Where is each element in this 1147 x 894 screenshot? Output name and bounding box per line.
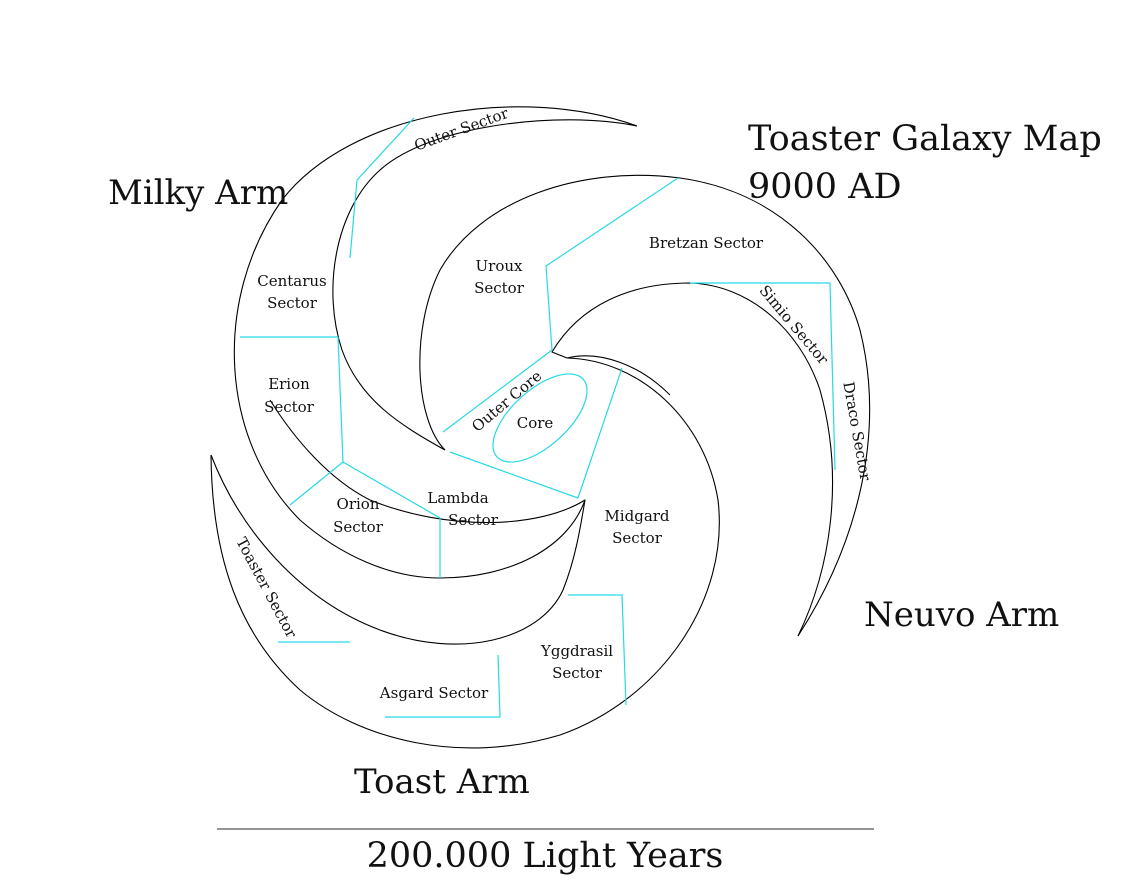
midgard-label-line1: Midgard	[604, 507, 669, 525]
yggdrasil-border	[568, 594, 627, 706]
neuvo-arm-inner-outline	[551, 282, 834, 637]
toast-arm-label: Toast Arm	[354, 762, 530, 802]
milky-arm-outline	[233, 106, 638, 579]
uroux-label-line1: Uroux	[476, 257, 524, 275]
uroux-label-line2: Sector	[474, 279, 525, 297]
outer-core-border	[442, 349, 553, 433]
centarus-label-line2: Sector	[267, 294, 318, 312]
orion-label-line1: Orion	[337, 495, 380, 513]
toast-arm-inner-outline	[210, 454, 586, 645]
asgard-yggdrasil-border	[385, 654, 501, 718]
map-title-line2: 9000 AD	[748, 167, 902, 207]
core-border	[492, 373, 588, 463]
scale-label: 200.000 Light Years	[367, 836, 724, 876]
milky-arm-inner-outline	[332, 119, 638, 451]
simio-label: Simio Sector	[756, 282, 833, 369]
lambda-label-line1: Lambda	[427, 489, 488, 507]
centarus-label-line1: Centarus	[257, 272, 327, 290]
orion-erion-border	[289, 461, 344, 506]
midgard-core-border	[577, 367, 623, 499]
outer-sector-border	[349, 117, 415, 259]
lambda-label-line2: Sector	[448, 511, 499, 529]
orion-lambda-border	[342, 461, 441, 578]
toaster-sector-label: Toaster Sector	[232, 534, 300, 641]
erion-label-line1: Erion	[268, 375, 310, 393]
erion-label-line2: Sector	[264, 398, 315, 416]
yggdrasil-label-line1: Yggdrasil	[540, 642, 613, 660]
erion-inner-border	[337, 336, 344, 463]
bretzan-label: Bretzan Sector	[649, 234, 764, 252]
toast-arm-outer-outline	[210, 357, 720, 749]
asgard-label: Asgard Sector	[379, 684, 489, 702]
midgard-label-line2: Sector	[612, 529, 663, 547]
map-title-line1: Toaster Galaxy Map	[748, 119, 1102, 159]
draco-border	[829, 282, 836, 471]
lambda-core-border	[449, 451, 579, 499]
core-label: Core	[517, 414, 554, 432]
orion-label-line2: Sector	[333, 518, 384, 536]
milky-arm-label: Milky Arm	[108, 173, 288, 213]
neuvo-arm-outer-outline	[419, 174, 871, 637]
yggdrasil-label-line2: Sector	[552, 664, 603, 682]
uroux-bretzan-border	[545, 177, 679, 351]
neuvo-arm-label: Neuvo Arm	[864, 595, 1059, 635]
